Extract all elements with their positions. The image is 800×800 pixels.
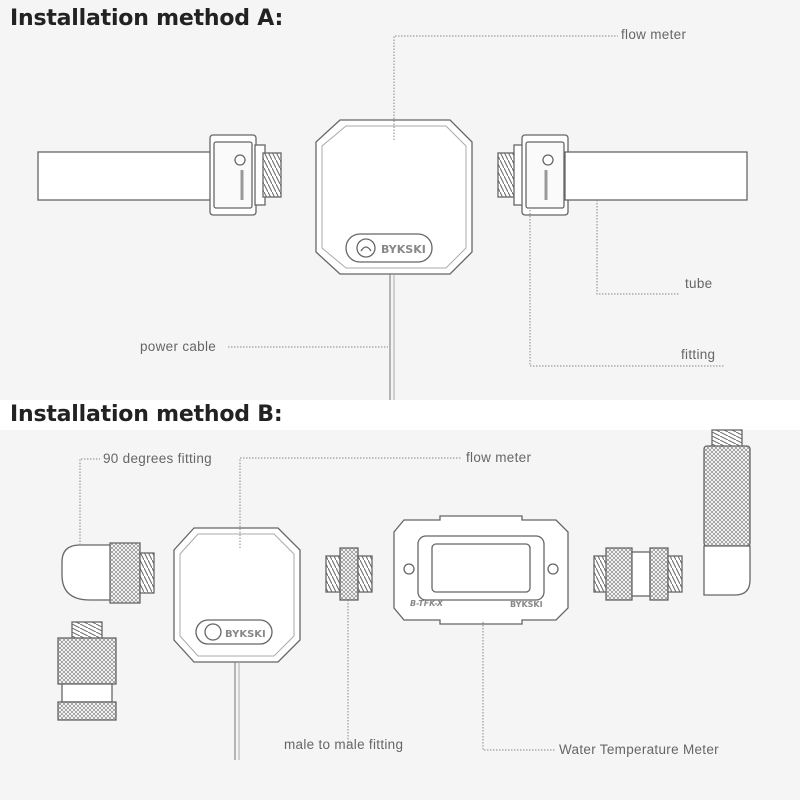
flow-meter-label-a: flow meter <box>621 27 687 42</box>
male-to-male-fitting <box>325 547 373 601</box>
section-b-heading: Installation method B: <box>10 402 283 427</box>
water-temperature-meter-label: Water Temperature Meter <box>559 742 719 757</box>
right-tube <box>564 151 748 201</box>
section-b-diagram: BYKSKI B-TFK-X BYKSKI <box>57 429 751 760</box>
section-a-diagram: BYKSKI <box>37 119 748 400</box>
temp-meter-logo: BYKSKI <box>510 600 543 609</box>
section-a-heading: Installation method A: <box>10 6 284 31</box>
water-temperature-meter: B-TFK-X BYKSKI <box>393 515 569 625</box>
temp-meter-model-label: B-TFK-X <box>410 599 444 608</box>
right-straight-fitting <box>593 547 683 601</box>
right-fitting <box>497 134 569 216</box>
power-cable-label: power cable <box>140 339 217 354</box>
ninety-degree-fitting-right <box>703 429 751 596</box>
left-tube <box>37 151 219 201</box>
section-b-leaders <box>79 457 556 751</box>
tube-label: tube <box>685 276 713 291</box>
section-a-leaders <box>228 35 725 367</box>
lower-left-fitting <box>57 621 117 721</box>
ninety-degrees-fitting-label: 90 degrees fitting <box>103 451 212 466</box>
flow-meter-b: BYKSKI <box>173 527 301 760</box>
flow-meter-a: BYKSKI <box>315 119 473 400</box>
flow-meter-b-logo: BYKSKI <box>225 629 266 640</box>
fitting-label: fitting <box>681 347 716 362</box>
left-fitting <box>209 134 282 216</box>
male-to-male-fitting-label: male to male fitting <box>284 737 404 752</box>
ninety-degree-fitting-left <box>61 542 155 604</box>
flow-meter-a-logo: BYKSKI <box>381 243 426 256</box>
flow-meter-label-b: flow meter <box>466 450 532 465</box>
